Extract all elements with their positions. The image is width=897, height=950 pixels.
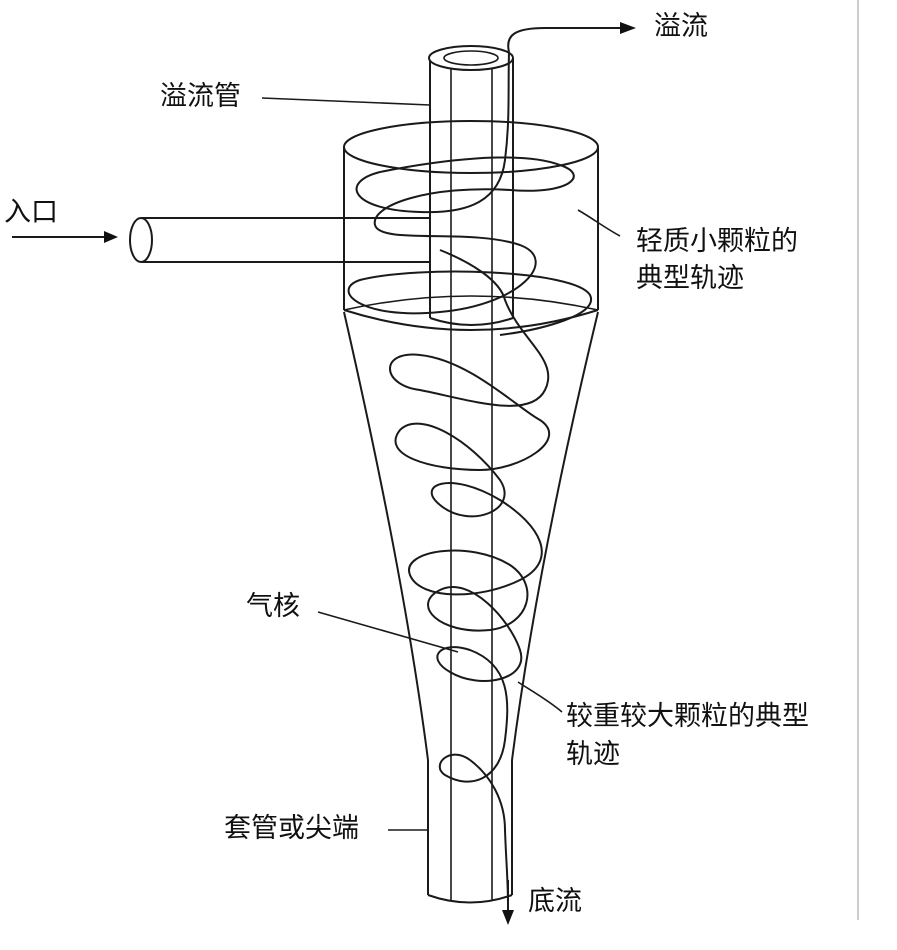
vortex-finder-bottom <box>429 317 514 326</box>
leader-light-trajectory <box>577 209 621 237</box>
label-spigot: 套管或尖端 <box>224 813 359 844</box>
vortex-finder-top-outer <box>428 45 514 71</box>
heavy-particle-trajectory <box>389 249 550 906</box>
label-overflow-pipe: 溢流管 <box>160 81 241 112</box>
light-particle-trajectory <box>347 51 593 336</box>
spigot-bottom <box>427 894 513 904</box>
inlet-pipe-opening <box>129 217 153 263</box>
air-core <box>450 62 493 900</box>
overflow-arrow <box>507 22 636 53</box>
leader-heavy-trajectory <box>517 681 563 713</box>
underflow-arrow <box>502 880 514 925</box>
label-air-core: 气核 <box>246 591 300 622</box>
leader-air-core <box>317 611 459 653</box>
spigot-tube <box>427 760 513 904</box>
cylinder-bottom-front <box>343 309 599 331</box>
inlet-arrowhead <box>104 231 118 243</box>
overflow-arrow-line <box>507 27 625 53</box>
label-light-particles-line2: 典型轨迹 <box>636 263 744 294</box>
label-underflow: 底流 <box>528 886 582 917</box>
vortex-finder <box>428 45 514 326</box>
cylinder-section <box>343 120 599 331</box>
leader-overflow-pipe <box>261 97 431 106</box>
vortex-finder-top-inner <box>443 50 499 66</box>
cone-left-wall <box>343 311 429 761</box>
label-heavy-particles-line2: 轨迹 <box>566 739 620 770</box>
label-inlet: 入口 <box>4 197 58 228</box>
label-heavy-particles-line1: 较重较大颗粒的典型 <box>566 701 809 732</box>
cone-section <box>343 311 599 761</box>
cone-right-wall <box>511 311 599 761</box>
inlet-pipe <box>12 217 430 263</box>
underflow-arrowhead <box>502 910 514 925</box>
overflow-arrowhead <box>620 22 636 34</box>
cylinder-bottom-back <box>343 295 599 311</box>
label-light-particles-line1: 轻质小颗粒的 <box>636 226 798 257</box>
label-overflow: 溢流 <box>654 11 708 42</box>
